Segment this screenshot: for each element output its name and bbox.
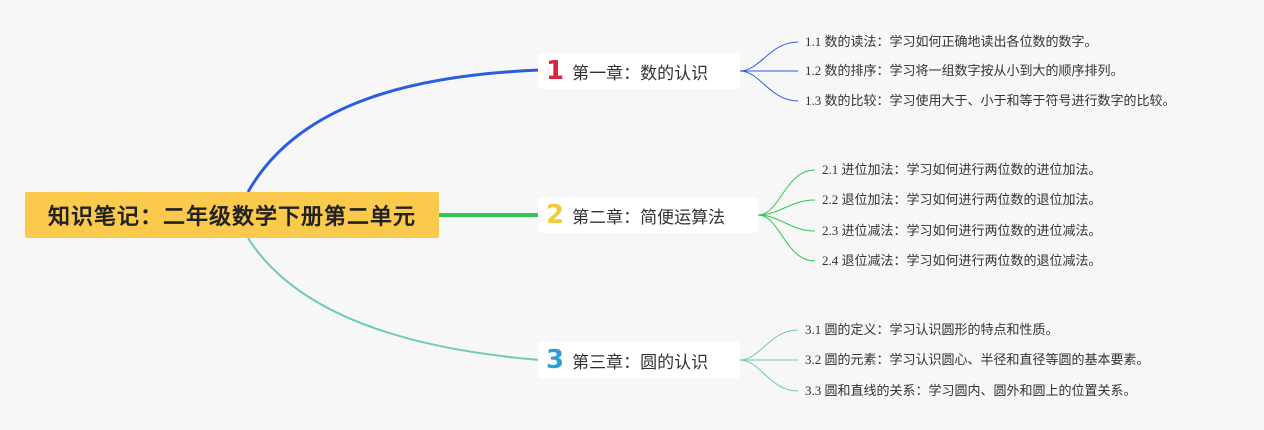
chapter-title-2: 第二章：简便运算法 bbox=[572, 207, 726, 228]
chapter-title-3: 第三章：圆的认识 bbox=[572, 352, 709, 373]
chapter-node-2[interactable]: 2 第二章：简便运算法 bbox=[538, 197, 758, 233]
chapter-title-1: 第一章：数的认识 bbox=[572, 63, 709, 84]
leaf-item-1-2[interactable]: 1.2 数的排序：学习将一组数字按从小到大的顺序排列。 bbox=[805, 63, 1124, 78]
chapter-node-3[interactable]: 3 第三章：圆的认识 bbox=[538, 342, 740, 378]
leaf-line-1-1 bbox=[739, 41, 799, 72]
leaf-line-1-3 bbox=[739, 70, 799, 102]
chapter-number-3-icon: 3 bbox=[546, 345, 565, 375]
chapter-number-1-icon: 1 bbox=[546, 56, 565, 86]
leaf-line-2-2 bbox=[757, 199, 816, 216]
leaf-line-3-3 bbox=[739, 359, 799, 392]
leaf-item-2-1[interactable]: 2.1 进位加法：学习如何进行两位数的进位加法。 bbox=[822, 162, 1102, 177]
leaf-item-2-2[interactable]: 2.2 退位加法：学习如何进行两位数的退位加法。 bbox=[822, 192, 1102, 207]
root-node[interactable]: 知识笔记：二年级数学下册第二单元 bbox=[25, 192, 439, 238]
leaf-item-1-3[interactable]: 1.3 数的比较：学习使用大于、小于和等于符号进行数字的比较。 bbox=[805, 93, 1176, 108]
leaf-item-3-2[interactable]: 3.2 圆的元素：学习认识圆心、半径和直径等圆的基本要素。 bbox=[805, 352, 1150, 367]
leaf-line-2-1 bbox=[757, 169, 816, 216]
chapter-number-2-icon: 2 bbox=[546, 200, 565, 230]
leaf-line-2-3 bbox=[757, 214, 816, 232]
leaf-item-3-3[interactable]: 3.3 圆和直线的关系：学习圆内、圆外和圆上的位置关系。 bbox=[805, 383, 1137, 398]
leaf-item-1-1[interactable]: 1.1 数的读法：学习如何正确地读出各位数的数字。 bbox=[805, 34, 1098, 49]
leaf-item-3-1[interactable]: 3.1 圆的定义：学习认识圆形的特点和性质。 bbox=[805, 322, 1059, 337]
leaf-item-2-4[interactable]: 2.4 退位减法：学习如何进行两位数的退位减法。 bbox=[822, 253, 1102, 268]
root-title: 知识笔记：二年级数学下册第二单元 bbox=[47, 205, 416, 230]
leaf-line-2-4 bbox=[757, 214, 816, 262]
leaf-item-2-3[interactable]: 2.3 进位减法：学习如何进行两位数的进位减法。 bbox=[822, 223, 1102, 238]
branch-line-chapter-3 bbox=[247, 237, 541, 361]
chapter-node-1[interactable]: 1 第一章：数的认识 bbox=[538, 53, 740, 89]
leaf-line-3-1 bbox=[739, 329, 799, 361]
branch-line-chapter-1 bbox=[246, 68, 541, 193]
